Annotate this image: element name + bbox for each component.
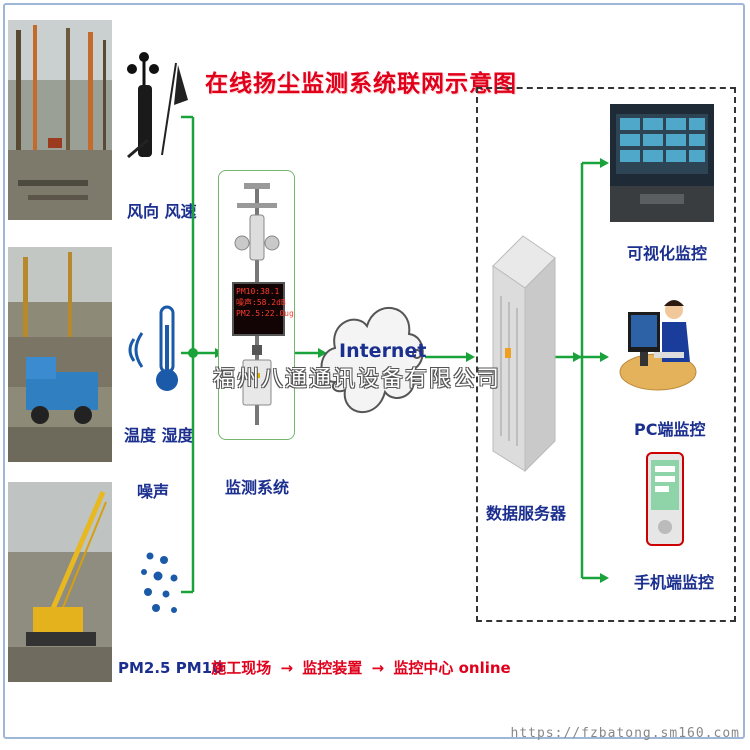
- construction-site-photo-2: [8, 247, 112, 462]
- flow-site: 施工现场: [211, 659, 272, 677]
- video-wall-icon: [610, 104, 714, 222]
- sound-wave-icon: [122, 325, 152, 375]
- internet-cloud-icon: [315, 282, 427, 442]
- flow-arrow-1: →: [280, 659, 294, 677]
- internet-label: Internet: [339, 340, 427, 362]
- construction-site-photo-1: [8, 20, 112, 220]
- pc-monitoring-label: PC端监控: [634, 420, 706, 439]
- flow-device: 监控装置: [302, 659, 363, 677]
- led-line-1: PM10:38.1: [236, 287, 280, 296]
- mobile-monitoring-label: 手机端监控: [634, 573, 715, 592]
- mobile-device-icon: [646, 452, 684, 546]
- led-line-3: PM2.5:22.0ug: [236, 309, 294, 318]
- flow-center: 监控中心 online: [393, 659, 511, 677]
- diagram-title: 在线扬尘监测系统联网示意图: [205, 71, 517, 97]
- monitor-system-label: 监测系统: [225, 478, 290, 497]
- monitoring-center-box: [476, 87, 736, 622]
- visual-monitoring-label: 可视化监控: [627, 244, 708, 263]
- led-line-2: 噪声:58.2dB: [236, 298, 286, 307]
- flow-arrow-2: →: [371, 659, 385, 677]
- pm-label: PM2.5 PM10: [118, 659, 223, 677]
- noise-label: 噪声: [137, 482, 170, 501]
- flow-description: 施工现场 → 监控装置 → 监控中心 online: [120, 657, 511, 678]
- pc-operator-icon: [618, 292, 700, 397]
- temp-humidity-label: 温度 湿度: [124, 426, 194, 445]
- data-server-label: 数据服务器: [486, 504, 567, 523]
- wind-sensor-icon: [118, 45, 188, 170]
- data-server-icon: [483, 235, 556, 473]
- site-url: https://fzbatong.sm160.com: [510, 726, 740, 741]
- company-watermark: 福州八通通讯设备有限公司: [213, 367, 502, 392]
- thermometer-icon: [152, 305, 182, 395]
- wind-label: 风向 风速: [127, 202, 197, 221]
- led-display: PM10:38.1 噪声:58.2dB PM2.5:22.0ug: [232, 282, 294, 336]
- particulate-icon: [138, 548, 183, 623]
- construction-site-photo-3: [8, 482, 112, 682]
